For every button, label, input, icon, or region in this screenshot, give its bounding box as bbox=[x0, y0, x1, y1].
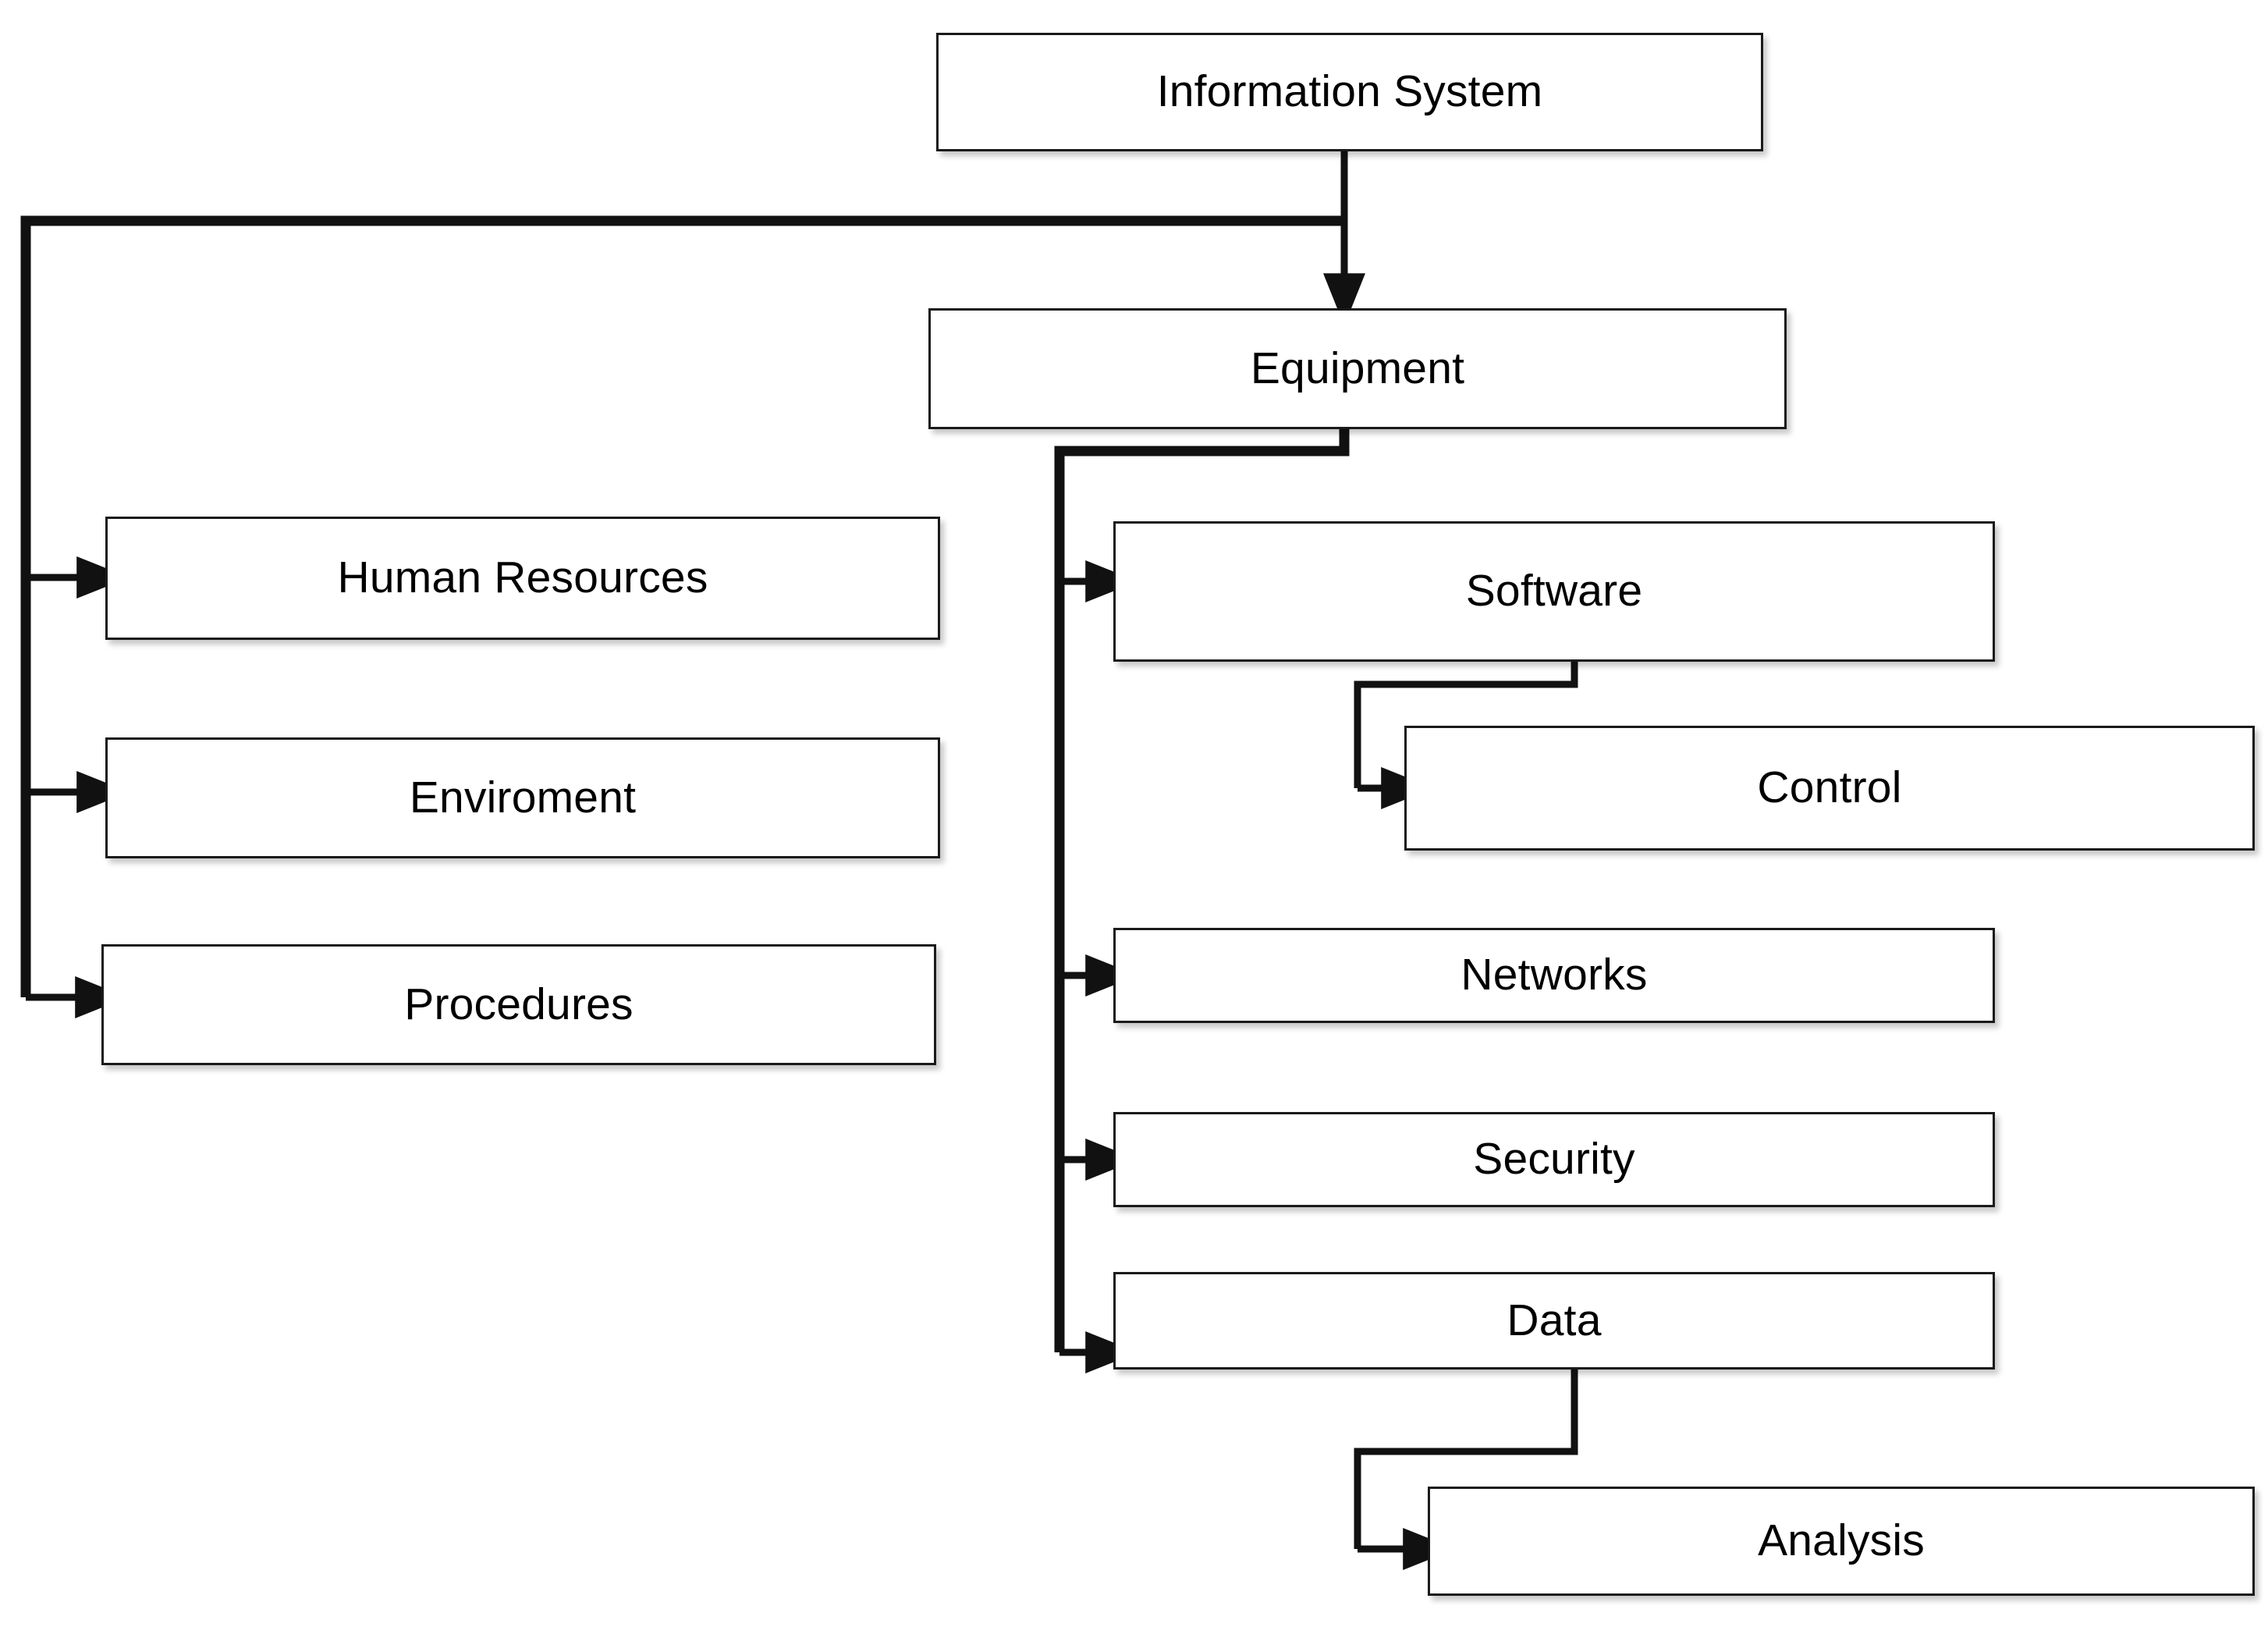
node-label-software: Software bbox=[1465, 566, 1643, 616]
node-software[interactable]: Software bbox=[1113, 521, 1995, 662]
node-label-information-system: Information System bbox=[1156, 66, 1543, 117]
node-label-equipment: Equipment bbox=[1250, 343, 1465, 393]
node-procedures[interactable]: Procedures bbox=[101, 944, 936, 1065]
node-label-human-resources: Human Resources bbox=[337, 552, 708, 603]
node-label-control: Control bbox=[1757, 762, 1902, 813]
node-label-security: Security bbox=[1473, 1134, 1635, 1185]
node-control[interactable]: Control bbox=[1404, 726, 2255, 851]
node-security[interactable]: Security bbox=[1113, 1112, 1995, 1207]
node-label-data: Data bbox=[1507, 1295, 1602, 1345]
node-analysis[interactable]: Analysis bbox=[1428, 1487, 2255, 1596]
node-label-procedures: Procedures bbox=[404, 979, 634, 1029]
node-label-enviroment: Enviroment bbox=[409, 772, 637, 822]
node-label-networks: Networks bbox=[1461, 950, 1648, 1000]
node-information-system[interactable]: Information System bbox=[936, 33, 1763, 151]
node-human-resources[interactable]: Human Resources bbox=[105, 517, 940, 640]
node-label-analysis: Analysis bbox=[1758, 1515, 1925, 1566]
node-equipment[interactable]: Equipment bbox=[928, 308, 1787, 429]
node-enviroment[interactable]: Enviroment bbox=[105, 737, 940, 858]
node-networks[interactable]: Networks bbox=[1113, 928, 1995, 1023]
node-data[interactable]: Data bbox=[1113, 1272, 1995, 1370]
